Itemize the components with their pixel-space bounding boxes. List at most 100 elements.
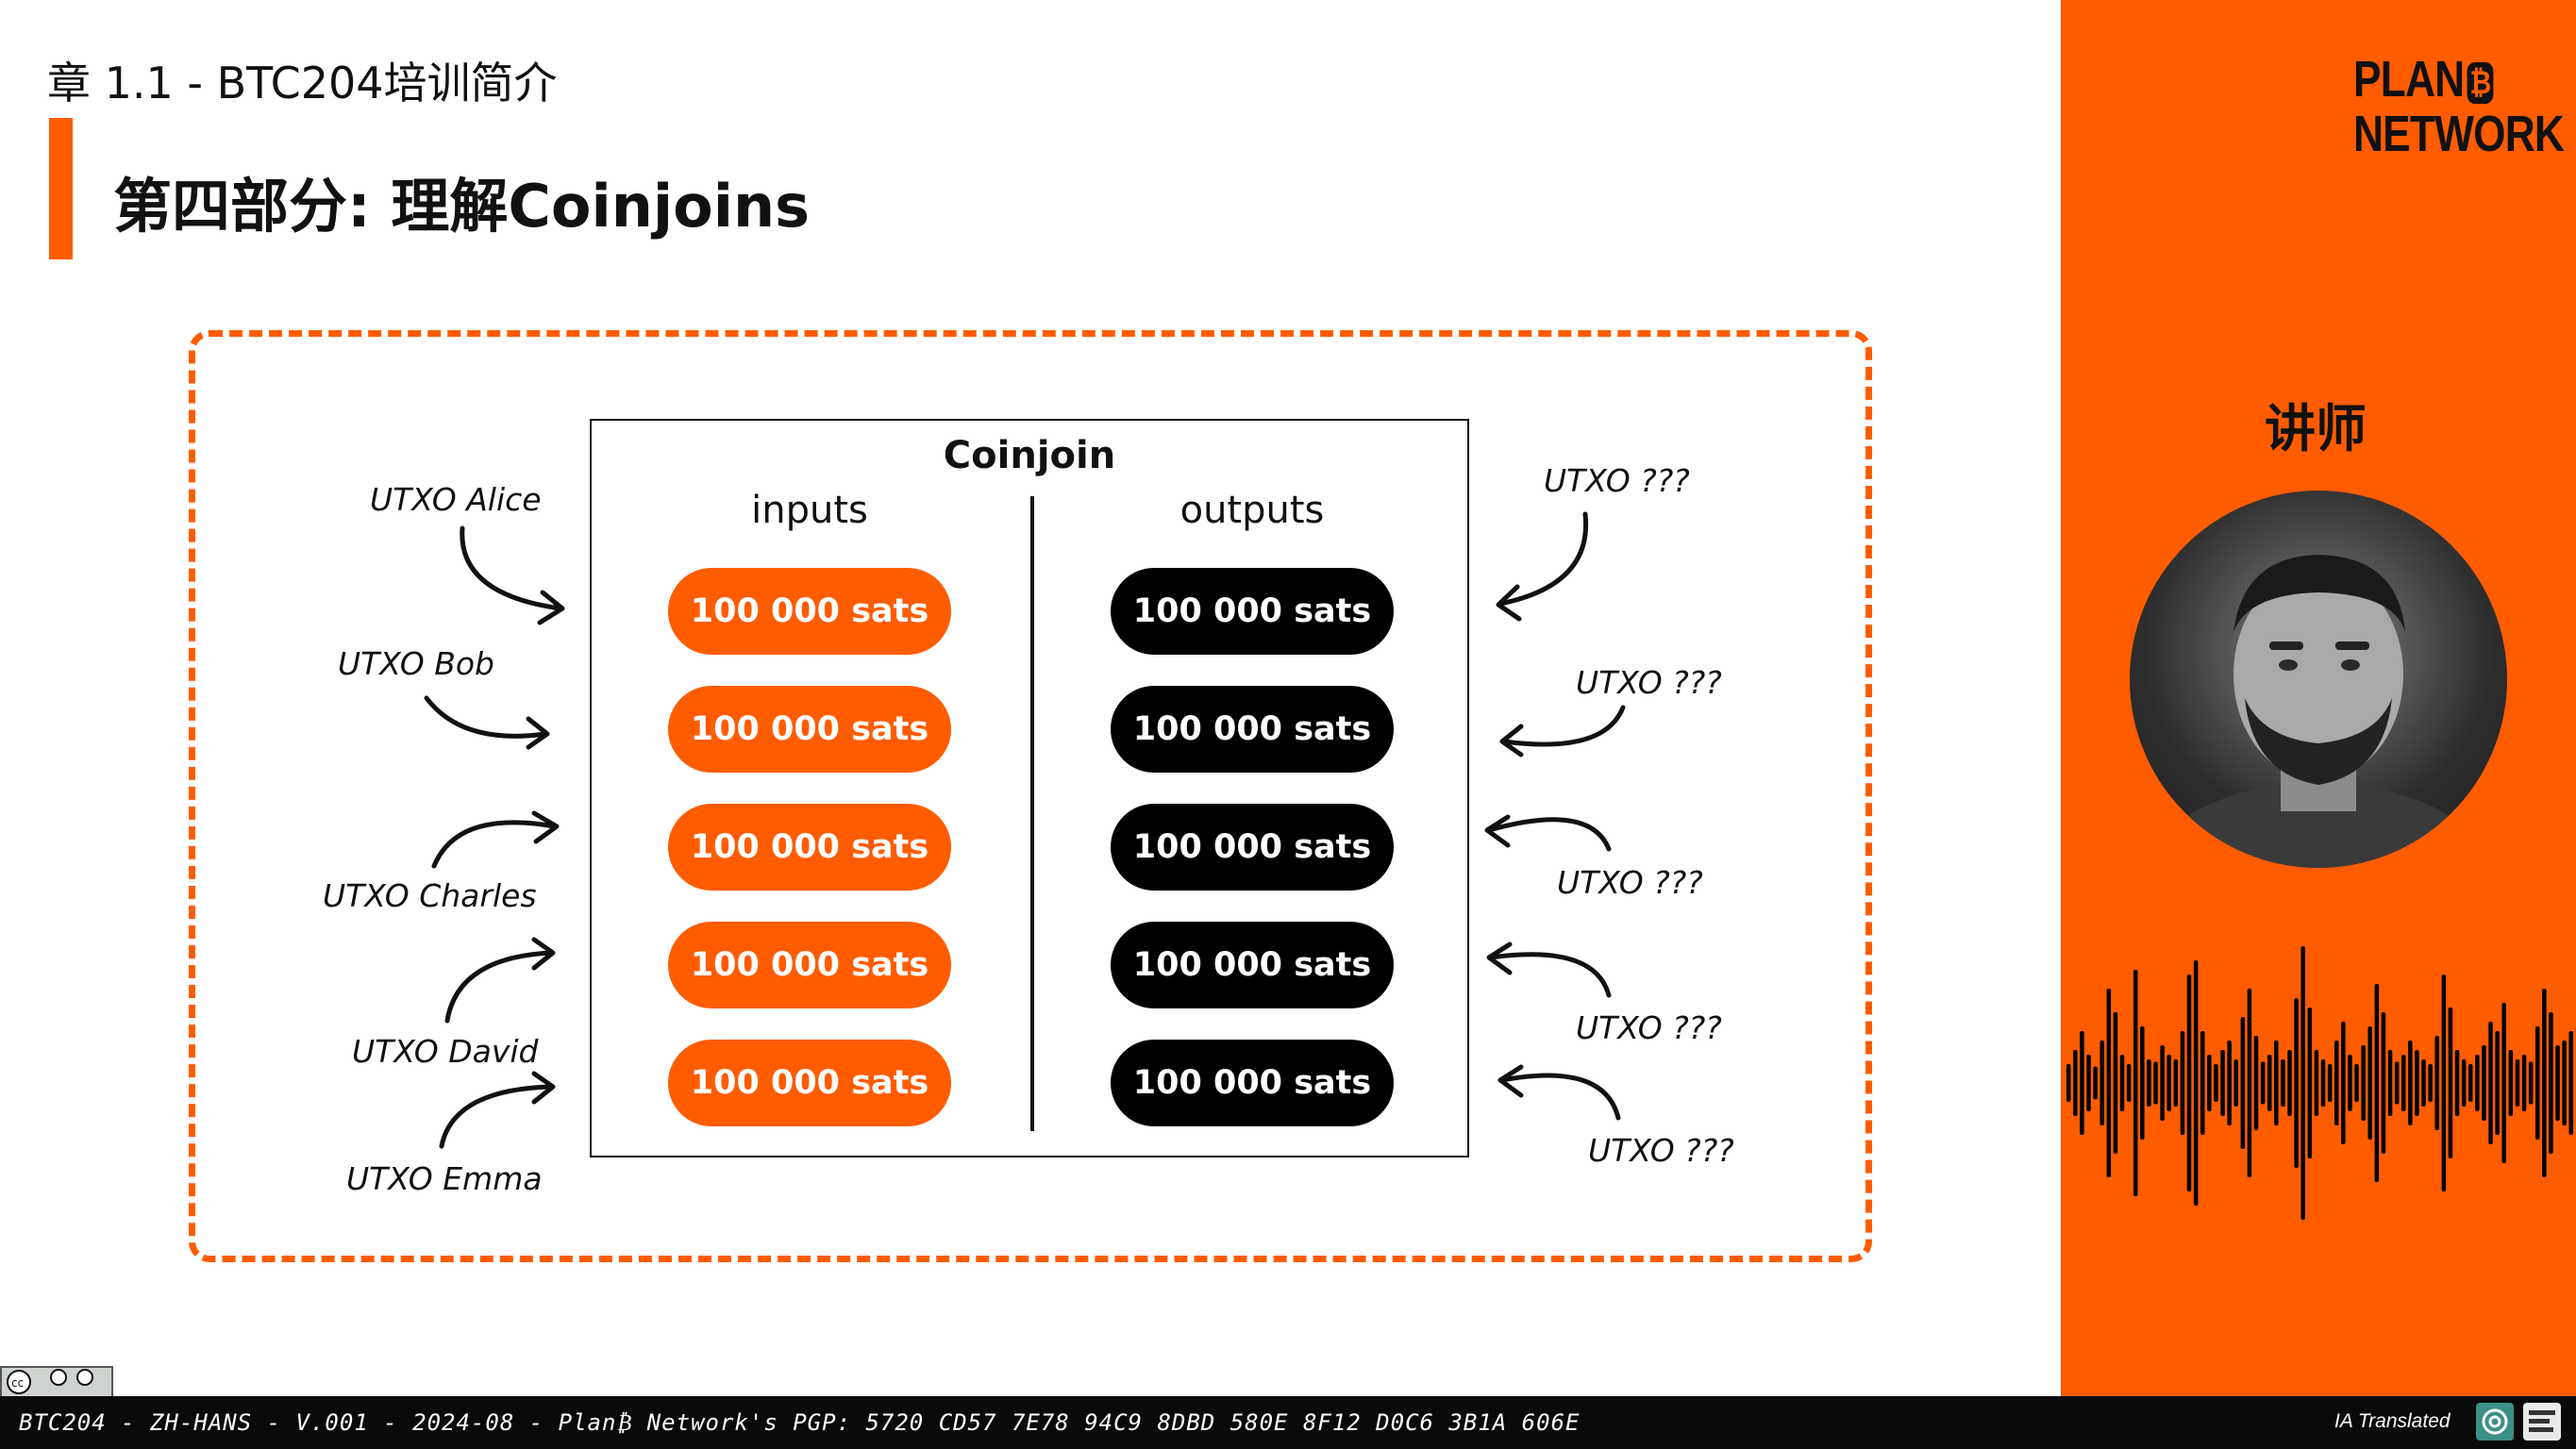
utxo-label-right: UTXO ??? [1576, 1009, 1722, 1046]
footer-bar: BTC204 - ZH-HANS - V.001 - 2024-08 - Pla… [0, 1396, 2576, 1449]
input-pill: 100 000 sats [668, 686, 951, 773]
soundwave-bar [2113, 1012, 2118, 1154]
soundwave-bar [2361, 1045, 2366, 1121]
column-divider [1030, 496, 1034, 1131]
soundwave-bar [2220, 1050, 2225, 1116]
soundwave-bar [2186, 974, 2192, 1191]
soundwave-bar [2421, 1059, 2426, 1107]
soundwave-bar [2080, 1031, 2084, 1135]
soundwave-bar [2374, 984, 2380, 1182]
soundwave-bar [2287, 1050, 2292, 1116]
soundwave-bar [2166, 1055, 2171, 1111]
soundwave-bar [2227, 1041, 2232, 1125]
soundwave-bar [2341, 1022, 2346, 1144]
soundwave-bar [2300, 946, 2305, 1220]
soundwave-bar [2394, 1061, 2400, 1105]
bitcoin-b-icon: ₿ [2467, 61, 2494, 104]
soundwave-bar [2468, 1064, 2473, 1102]
curved-arrow-icon [431, 810, 560, 869]
soundwave-bar [2126, 1064, 2132, 1102]
soundwave-bar [2528, 1061, 2534, 1105]
utxo-label-right: UTXO ??? [1588, 1132, 1734, 1169]
utxo-label-right: UTXO ??? [1576, 664, 1722, 701]
diagram-frame [189, 330, 1872, 1262]
utxo-label-left: UTXO Bob [338, 645, 494, 682]
soundwave-bar [2307, 1008, 2313, 1158]
cc-license-badge: cc [0, 1366, 113, 1398]
curved-arrow-icon [439, 1071, 556, 1149]
soundwave-bar [2281, 1059, 2285, 1107]
soundwave-bar [2415, 1050, 2419, 1116]
utxo-label-left: UTXO Alice [370, 481, 542, 518]
soundwave-bar [2441, 974, 2447, 1191]
soundwave-bar [2294, 998, 2299, 1168]
input-pill: 100 000 sats [668, 804, 951, 891]
chapter-label: 章 1.1 - BTC204培训简介 [47, 58, 558, 108]
coinjoin-box: Coinjoin inputs outputs 100 000 sats 100… [590, 419, 1469, 1158]
instructor-label: 讲师 [2265, 399, 2367, 458]
curved-arrow-icon [1499, 705, 1626, 758]
soundwave-bar [2501, 1003, 2506, 1163]
soundwave-bar [2267, 1055, 2272, 1111]
soundwave-bar [2454, 1050, 2460, 1116]
curved-arrow-icon [460, 525, 565, 625]
soundwave-bar [2247, 989, 2252, 1177]
curved-arrow-icon [424, 695, 550, 750]
soundwave-bar [2508, 1050, 2514, 1116]
soundwave-bar [2200, 1031, 2205, 1135]
soundwave-bar [2401, 1055, 2406, 1111]
soundwave-bar [2381, 1012, 2386, 1154]
utxo-label-left: UTXO David [352, 1033, 539, 1070]
soundwave-bar [2253, 1036, 2259, 1130]
soundwave-bar [2073, 1050, 2078, 1116]
soundwave-bar [2147, 1059, 2151, 1107]
inputs-label: inputs [751, 489, 868, 532]
logo-word-plan: PLAN [2353, 51, 2465, 108]
soundwave-bar [2173, 1059, 2179, 1107]
soundwave-bar [2314, 1050, 2319, 1116]
soundwave-bar [2428, 1064, 2433, 1102]
soundwave-bar [2140, 1026, 2145, 1140]
soundwave-bar [2367, 1026, 2372, 1140]
output-pill: 100 000 sats [1111, 686, 1394, 773]
curved-arrow-icon [1486, 941, 1612, 998]
soundwave-bar [2153, 1061, 2158, 1105]
footer-pgp-text: BTC204 - ZH-HANS - V.001 - 2024-08 - Pla… [19, 1409, 1581, 1436]
output-pill: 100 000 sats [1111, 1040, 1394, 1126]
soundwave-bar [2086, 1055, 2091, 1111]
soundwave-bar [2542, 989, 2547, 1177]
soundwave-bar [2515, 1059, 2520, 1107]
soundwave-bar [2327, 1064, 2333, 1102]
soundwave-bar [2475, 1055, 2480, 1111]
soundwave-bar [2320, 1059, 2326, 1107]
outputs-label: outputs [1179, 489, 1325, 532]
soundwave-bar [2568, 1031, 2573, 1135]
creative-commons-icon: cc [2, 1368, 111, 1396]
soundwave-bar [2535, 1026, 2540, 1140]
soundwave-bar [2160, 1045, 2165, 1121]
soundwave-bar [2180, 1031, 2185, 1135]
soundwave-bar [2334, 1041, 2339, 1125]
input-pill: 100 000 sats [668, 568, 951, 655]
soundwave-bar [2434, 1036, 2439, 1130]
soundwave-bar [2274, 1041, 2279, 1125]
ia-translated-label: IA Translated [2334, 1410, 2451, 1432]
output-pill: 100 000 sats [1111, 804, 1394, 891]
soundwave-bar [2233, 1059, 2238, 1107]
curved-arrow-icon [1497, 1064, 1621, 1121]
soundwave-bar [2207, 1055, 2212, 1111]
soundwave-bar [2562, 1041, 2567, 1125]
soundwave-bar [2495, 1031, 2500, 1135]
page-title: 第四部分: 理解Coinjoins [113, 172, 811, 241]
soundwave-bar [2348, 1055, 2352, 1111]
soundwave-bar [2461, 1059, 2467, 1107]
openai-icon [2476, 1403, 2514, 1441]
soundwave-bar [2093, 1066, 2098, 1100]
soundwave-bar [2260, 1061, 2266, 1105]
svg-text:cc: cc [11, 1376, 24, 1390]
soundwave-bar [2193, 960, 2199, 1206]
utxo-label-right: UTXO ??? [1544, 462, 1690, 499]
soundwave-bar [2448, 1008, 2453, 1158]
coinjoin-title: Coinjoin [943, 434, 1116, 477]
